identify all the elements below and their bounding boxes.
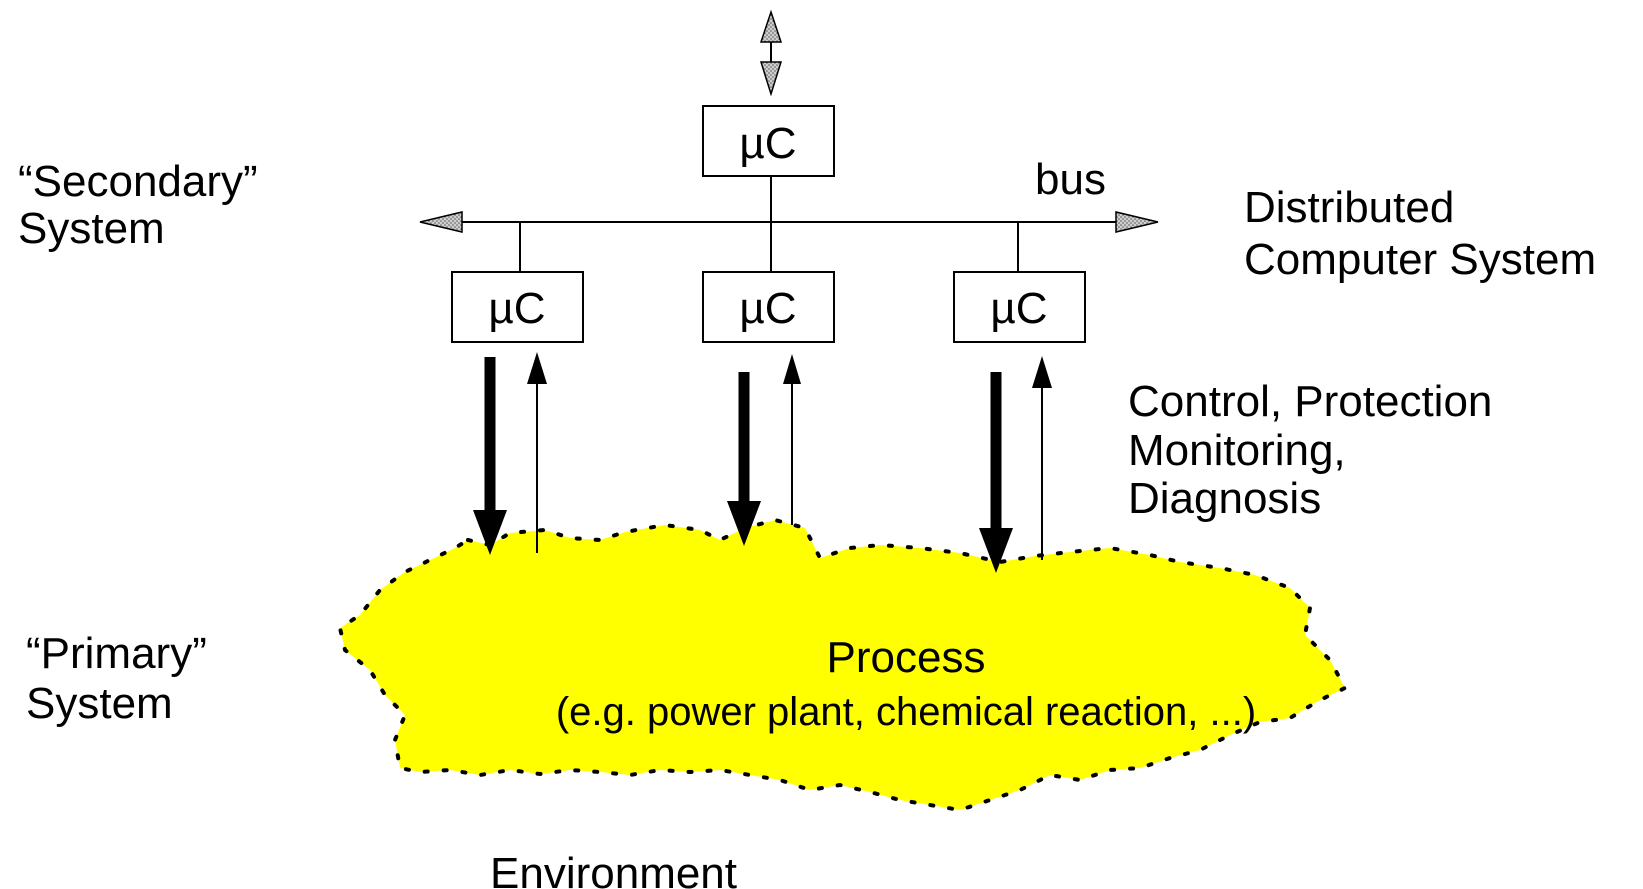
secondary-system-label-line1: “Secondary” (18, 157, 258, 206)
distributed-system-label-line1: Distributed (1244, 183, 1454, 232)
top-microcontroller-label: µC (739, 119, 796, 168)
bus-right-arrowhead (1116, 212, 1158, 232)
secondary-system-label-line2: System (18, 204, 165, 253)
environment-label: Environment (490, 849, 737, 889)
middle-microcontroller-label: µC (739, 284, 796, 333)
right-input-arrowhead (1032, 356, 1052, 388)
middle-input-arrowhead (783, 354, 801, 384)
functions-label-line2: Monitoring, (1128, 426, 1346, 475)
left-microcontroller-label: µC (488, 284, 545, 333)
primary-system-label-line1: “Primary” (26, 629, 207, 678)
bus-left-arrowhead (420, 212, 462, 232)
primary-system-label-line2: System (26, 679, 173, 728)
functions-label-line3: Diagnosis (1128, 474, 1321, 523)
functions-label-line1: Control, Protection (1128, 377, 1492, 426)
top-up-arrowhead (761, 12, 781, 42)
top-down-arrowhead (761, 62, 781, 94)
bus-label: bus (1035, 155, 1106, 204)
left-input-arrowhead (527, 352, 547, 384)
process-title: Process (827, 633, 986, 682)
distributed-system-label-line2: Computer System (1244, 235, 1596, 284)
process-subtitle: (e.g. power plant, chemical reaction, ..… (556, 690, 1256, 734)
right-microcontroller-label: µC (990, 284, 1047, 333)
